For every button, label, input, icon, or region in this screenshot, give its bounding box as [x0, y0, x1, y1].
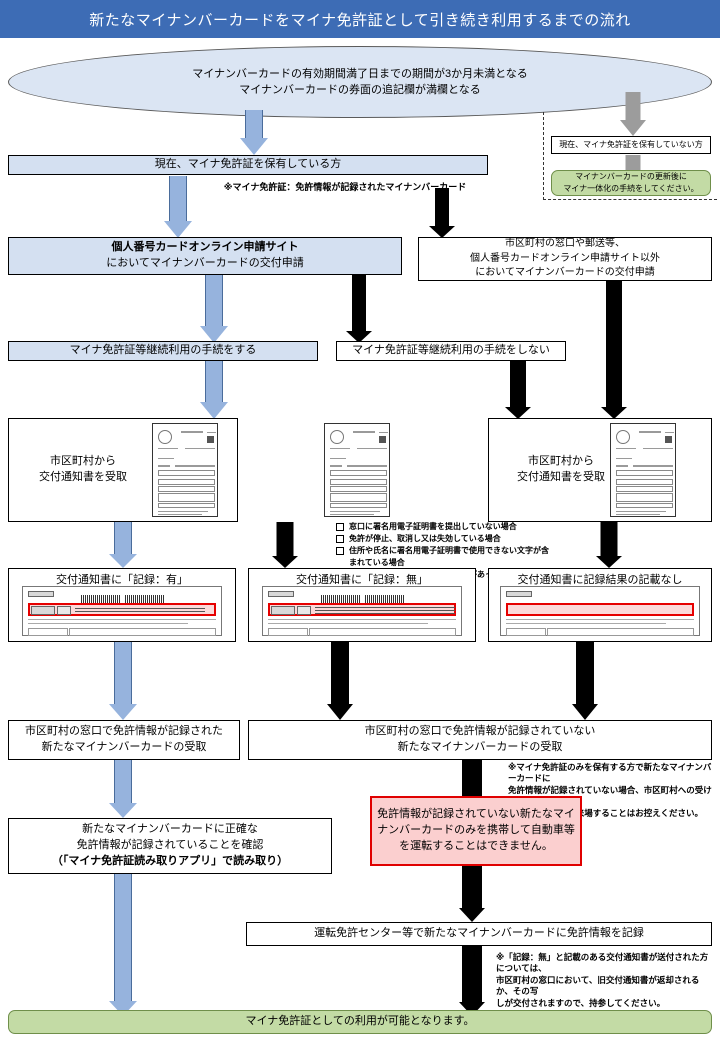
arrow-left-branch-to-offline-apply: [429, 188, 455, 238]
license-center-note-line-1: ※「記録：無」と記載のある交付通知書が送付された方については、: [496, 952, 709, 974]
arrow-offline-apply-to-receive-notice: [601, 281, 627, 419]
pickup-recorded-line-1: 市区町村の窓口で免許情報が記録された: [25, 725, 223, 738]
confirm-line-2: 免許情報が記録されていることを確認: [76, 839, 264, 852]
branch-right-label: 現在、マイナ免許証を保有していない方: [559, 140, 703, 150]
warning-cannot-drive: 免許情報が記録されていない新たなマイ ナンバーカードのみを携帯して自動車等 を運…: [370, 796, 582, 866]
apply-offline-line-3: においてマイナンバーカードの交付申請: [475, 267, 655, 279]
arrow-center-record-to-footer: [457, 946, 487, 1016]
footer-result-bar: マイナ免許証としての利用が可能となります。: [8, 1010, 712, 1034]
pickup-card-recorded: 市区町村の窓口で免許情報が記録された 新たなマイナンバーカードの受取: [8, 720, 240, 760]
notification-document-thumbnail-left: [152, 423, 218, 517]
reasons-checklist-item: 住所や氏名に署名用電子証明書で使用できない文字が含まれている場合: [336, 545, 552, 569]
arrow-warning-to-center-record: [457, 866, 487, 922]
arrow-result-no-entry-to-pickup-not-recorded: [570, 642, 600, 720]
arrow-pickup-not-recorded-to-warning: [457, 760, 487, 796]
reasons-checklist-item: 免許が停止、取消し又は失効している場合: [336, 533, 552, 545]
pickup-card-not-recorded: 市区町村の窓口で免許情報が記録されていない 新たなマイナンバーカードの受取: [248, 720, 712, 760]
branch-right-no-mynalicense: 現在、マイナ免許証を保有していない方: [551, 136, 711, 154]
form-record-status-highlight: [28, 603, 216, 616]
license-center-record-label: 運転免許センター等で新たなマイナンバーカードに免許情報を記録: [314, 927, 644, 940]
result-no-entry-label: 交付通知書に記録結果の記載なし: [517, 574, 683, 586]
arrow-confirm-to-footer: [105, 874, 141, 1016]
receive-notice-right-line-1: 市区町村から: [528, 455, 594, 468]
receive-notice-left-line-1: 市区町村から: [50, 455, 116, 468]
notification-document-thumbnail-middle: [324, 423, 390, 517]
pickup-recorded-line-2: 新たなマイナンバーカードの受取: [41, 741, 207, 753]
notification-form-not-recorded: [262, 586, 462, 636]
arrow-online-apply-to-procedure-dont: [346, 275, 372, 343]
arrow-online-apply-to-procedure-do: [196, 275, 232, 343]
trigger-line-1: マイナンバーカードの有効期間満了日までの期間が3か月未満となる: [192, 67, 528, 80]
result-not-recorded-label: 交付通知書に「記録：無」: [296, 574, 428, 586]
apply-online-line-2: においてマイナンバーカードの交付申請: [106, 257, 304, 269]
confirm-line-1: 新たなマイナンバーカードに正確な: [82, 823, 258, 836]
arrow-procedure-dont-to-receive-notice: [505, 361, 531, 419]
license-center-note: ※「記録：無」と記載のある交付通知書が送付された方については、 市区町村の窓口に…: [496, 952, 712, 1009]
arrow-pickup-recorded-to-confirm: [105, 760, 141, 818]
apply-offline-line-2: 個人番号カードオンライン申請サイト以外: [470, 252, 660, 264]
green-note-line-2: マイナ一体化の手続をしてください。: [563, 184, 699, 193]
confirm-card-info: 新たなマイナンバーカードに正確な 免許情報が記録されていることを確認 （「マイナ…: [8, 818, 332, 874]
result-recorded-label: 交付通知書に「記録：有」: [56, 574, 188, 586]
apply-online-line-1: 個人番号カードオンライン申請サイト: [111, 241, 299, 254]
arrow-receive-right-to-result-no-entry: [595, 522, 623, 568]
warning-line-2: ナンバーカードのみを携帯して自動車等: [377, 824, 575, 837]
apply-online-site: 個人番号カードオンライン申請サイト においてマイナンバーカードの交付申請: [8, 237, 402, 275]
apply-offline-window: 市区町村の窓口や郵送等、 個人番号カードオンライン申請サイト以外 においてマイナ…: [418, 237, 712, 281]
trigger-ellipse: マイナンバーカードの有効期間満了日までの期間が3か月未満となる マイナンバーカー…: [8, 46, 712, 118]
procedure-do-label: マイナ免許証等継続利用の手続をする: [69, 344, 257, 357]
license-center-note-line-2: 市区町村の窓口において、旧交付通知書が返却されるか、その写: [496, 974, 700, 997]
form-barcode: [81, 590, 209, 603]
procedure-dont-label: マイナ免許証等継続利用の手続をしない: [352, 344, 550, 357]
trigger-line-2: マイナンバーカードの券面の追記欄が満欄となる: [239, 84, 481, 96]
pickup-note-line-3: 動車等を運転して来場することはお控えください。: [508, 807, 703, 818]
pickup-not-recorded-line-1: 市区町村の窓口で免許情報が記録されていない: [364, 725, 596, 738]
reasons-checklist-item: 窓口に署名用電子証明書を提出していない場合: [336, 521, 552, 533]
page-title: 新たなマイナンバーカードをマイナ免許証として引き続き利用するまでの流れ: [0, 0, 720, 38]
arrow-result-recorded-to-pickup-recorded: [105, 642, 141, 720]
arrow-receive-middle-to-result-not-recorded: [271, 522, 299, 568]
arrow-ellipse-to-right-branch: [618, 92, 648, 136]
apply-offline-line-1: 市区町村の窓口や郵送等、: [505, 238, 625, 250]
arrow-result-not-recorded-to-pickup-not-recorded: [325, 642, 355, 720]
arrow-procedure-do-to-receive-notice: [196, 361, 232, 419]
license-center-note-line-3: しが交付されますので、持参してください。: [496, 997, 666, 1008]
pickup-note-line-1: ※マイナ免許証のみを保有する方で新たなマイナンバーカードに: [508, 762, 712, 784]
arrow-left-branch-to-online-apply: [160, 176, 196, 238]
license-center-record: 運転免許センター等で新たなマイナンバーカードに免許情報を記録: [246, 922, 712, 946]
procedure-continue-yes: マイナ免許証等継続利用の手続をする: [8, 341, 318, 361]
notification-document-thumbnail-right: [610, 423, 676, 517]
arrow-receive-left-to-result-recorded: [105, 522, 141, 568]
right-branch-region: [543, 112, 717, 200]
confirm-line-3: （「マイナ免許証読み取りアプリ」で読み取り）: [51, 854, 289, 867]
green-note-line-1: マイナンバーカードの更新後に: [575, 172, 687, 182]
form-tag: [28, 591, 54, 597]
receive-notice-left-line-2: 交付通知書を受取: [39, 471, 127, 483]
page-title-text: 新たなマイナンバーカードをマイナ免許証として引き続き利用するまでの流れ: [89, 11, 631, 29]
receive-notice-right: 市区町村から 交付通知書を受取: [488, 418, 712, 522]
branch-left-footnote: ※マイナ免許証：免許情報が記録されたマイナンバーカード: [223, 182, 467, 192]
form-empty-highlight: [506, 603, 694, 616]
warning-line-1: 免許情報が記録されていない新たなマイ: [377, 808, 575, 821]
receive-notice-right-line-2: 交付通知書を受取: [517, 471, 605, 483]
arrow-ellipse-to-left-branch: [236, 110, 272, 155]
footer-label: マイナ免許証としての利用が可能となります。: [245, 1015, 475, 1028]
procedure-continue-no: マイナ免許証等継続利用の手続をしない: [336, 341, 566, 361]
warning-line-3: を運転することはできません。: [399, 839, 553, 852]
branch-left-label: 現在、マイナ免許証を保有している方: [154, 158, 342, 171]
notification-form-no-entry: [500, 586, 700, 636]
green-note-right-branch: マイナンバーカードの更新後に マイナ一体化の手続をしてください。: [551, 170, 711, 196]
notification-form-recorded: [22, 586, 222, 636]
branch-left-has-mynalicense: 現在、マイナ免許証を保有している方: [8, 155, 488, 175]
pickup-not-recorded-line-2: 新たなマイナンバーカードの受取: [397, 741, 563, 753]
